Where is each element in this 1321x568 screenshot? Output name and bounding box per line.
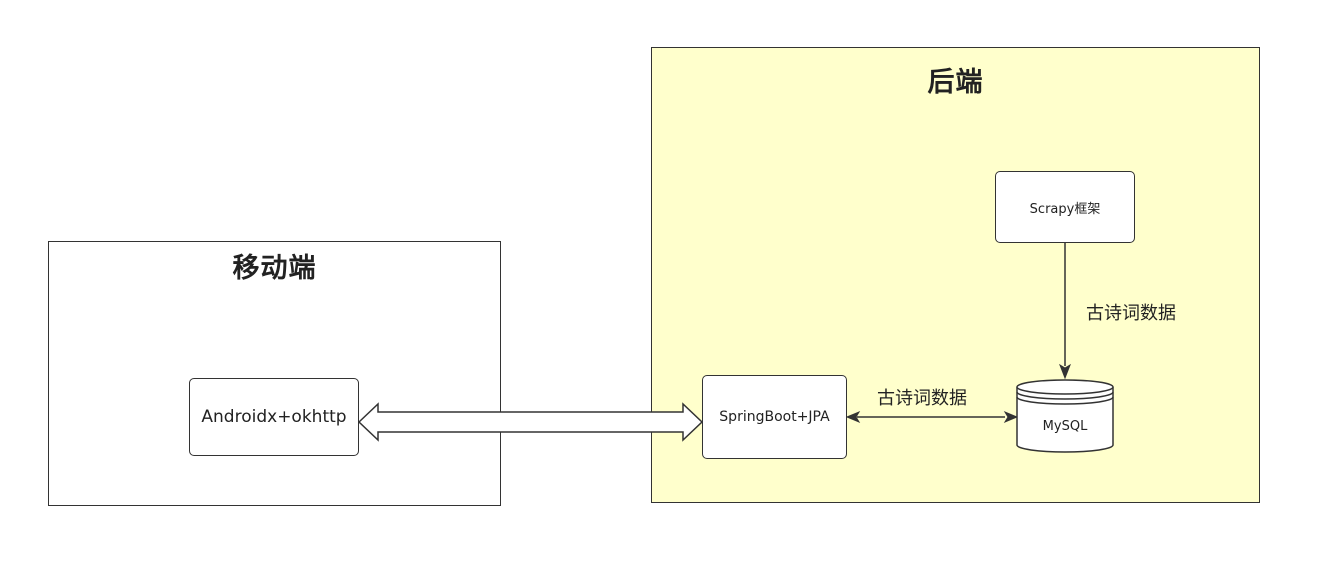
mysql-database-icon — [1016, 379, 1114, 453]
scrapy-mysql-edge-label: 古诗词数据 — [1086, 303, 1176, 324]
android-okhttp-label: Androidx+okhttp — [201, 407, 347, 427]
android-spring-double-arrow — [357, 402, 704, 442]
backend-group-title: 后端 — [927, 67, 984, 98]
mobile-group: 移动端 — [48, 241, 501, 506]
android-okhttp-node: Androidx+okhttp — [189, 378, 359, 456]
scrapy-label: Scrapy框架 — [1029, 201, 1101, 217]
backend-group: 后端 — [651, 47, 1260, 503]
springboot-jpa-label: SpringBoot+JPA — [719, 409, 830, 425]
mysql-label: MySQL — [1042, 419, 1088, 434]
spring-mysql-arrowhead-right — [1003, 410, 1019, 424]
scrapy-mysql-arrowhead — [1059, 363, 1071, 380]
spring-mysql-edge-label: 古诗词数据 — [877, 388, 967, 409]
springboot-jpa-node: SpringBoot+JPA — [702, 375, 847, 459]
mobile-group-title: 移动端 — [232, 253, 317, 284]
spring-mysql-arrowhead-left — [845, 410, 861, 424]
scrapy-node: Scrapy框架 — [995, 171, 1135, 243]
